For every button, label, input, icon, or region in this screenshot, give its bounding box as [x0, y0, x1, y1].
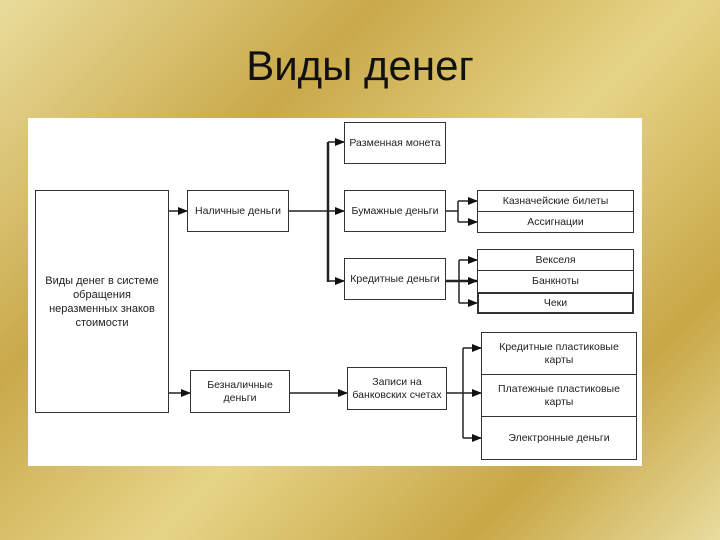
banknotes-box: Банкноты	[477, 270, 634, 293]
bills-box: Векселя	[477, 249, 634, 271]
payment-cards-box: Платежные пластиковые карты	[481, 374, 637, 417]
cheques-box: Чеки	[477, 292, 634, 314]
bank-accounts-box: Записи на банковских счетах	[347, 367, 447, 410]
credit-money-box: Кредитные деньги	[344, 258, 446, 300]
assignats-box: Ассигнации	[477, 211, 634, 233]
credit-cards-box: Кредитные пластиковые карты	[481, 332, 637, 375]
root-box: Виды денег в системе обращения неразменн…	[35, 190, 169, 413]
cash-money-box: Наличные деньги	[187, 190, 289, 232]
slide-title: Виды денег	[246, 42, 474, 89]
electronic-money-box: Электронные деньги	[481, 416, 637, 460]
coin-box: Разменная монета	[344, 122, 446, 164]
noncash-money-box: Безналичные деньги	[190, 370, 290, 413]
paper-money-box: Бумажные деньги	[344, 190, 446, 232]
treasury-notes-box: Казначейские билеты	[477, 190, 634, 212]
